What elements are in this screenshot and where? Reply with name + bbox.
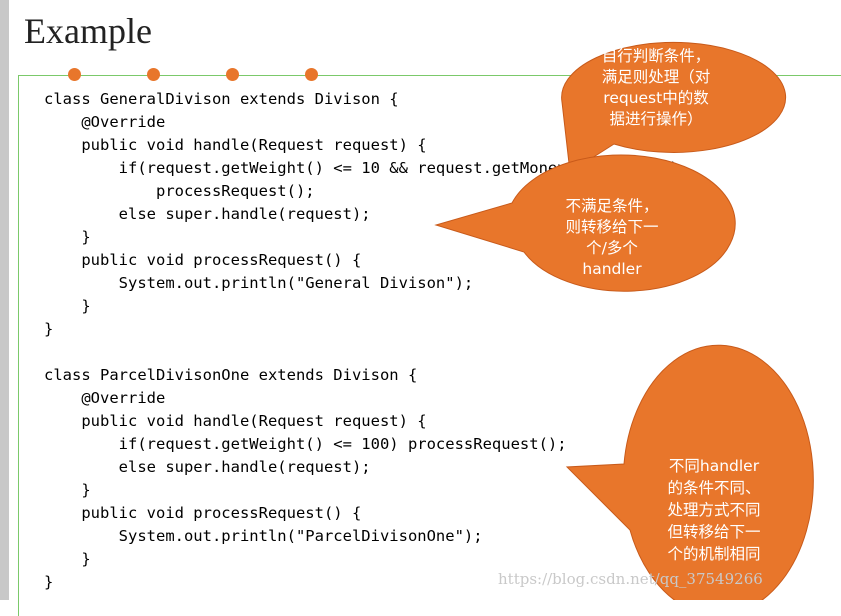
callout-line: handler <box>582 260 642 278</box>
code-line: processRequest(); <box>44 182 315 200</box>
slide-title: Example <box>24 11 152 51</box>
code-block: class GeneralDivison extends Divison { @… <box>44 88 679 594</box>
callout-line: 个/多个 <box>586 239 638 257</box>
code-line: else super.handle(request); <box>44 205 371 223</box>
code-line: @Override <box>44 113 166 131</box>
callout-line: 但转移给下一 <box>667 523 761 541</box>
watermark: https://blog.csdn.net/qq_37549266 <box>498 570 763 588</box>
code-line: public void handle(Request request) { <box>44 412 427 430</box>
code-line: } <box>44 573 54 591</box>
callout-bottom-shape <box>565 344 814 600</box>
code-line: class ParcelDivisonOne extends Divison { <box>44 366 418 384</box>
callout-line: request中的数 <box>603 89 709 107</box>
code-line: } <box>44 481 91 499</box>
code-line: public void processRequest() { <box>44 251 362 269</box>
code-line: } <box>44 297 91 315</box>
callout-line: 则转移给下一 <box>565 218 659 236</box>
callout-top-shape <box>561 41 787 173</box>
bullet-dot <box>305 68 318 81</box>
callout-line: 的条件不同、 <box>667 479 761 497</box>
bullet-dot <box>147 68 160 81</box>
code-line: System.out.println("General Divison"); <box>44 274 474 292</box>
code-line: } <box>44 550 91 568</box>
bullet-dot <box>68 68 81 81</box>
callout-line: 个的机制相同 <box>667 545 761 563</box>
code-line: else super.handle(request); <box>44 458 371 476</box>
bullet-dot <box>226 68 239 81</box>
callout-line: 处理方式不同 <box>667 501 761 519</box>
code-line: System.out.println("ParcelDivisonOne"); <box>44 527 483 545</box>
code-line: if(request.getWeight() <= 100) processRe… <box>44 435 567 453</box>
callout-line: 自行判断条件， <box>601 47 711 65</box>
code-line: } <box>44 228 91 246</box>
callout-line: 不满足条件， <box>565 197 659 215</box>
callout-line: 据进行操作） <box>609 110 703 128</box>
callout-shapes <box>434 41 814 600</box>
callout-line: 满足则处理（对 <box>601 68 711 86</box>
callout-line: 不同handler <box>668 457 760 475</box>
code-line: public void handle(Request request) { <box>44 136 427 154</box>
slide-left-bar <box>0 0 9 600</box>
code-line: } <box>44 320 54 338</box>
callout-middle-shape <box>434 154 736 292</box>
code-line: @Override <box>44 389 166 407</box>
code-frame <box>18 75 841 616</box>
callout-top-text: 自行判断条件， 满足则处理（对 request中的数 据进行操作） <box>579 46 733 130</box>
code-line: public void processRequest() { <box>44 504 362 522</box>
code-line: class GeneralDivison extends Divison { <box>44 90 399 108</box>
callout-bottom-text: 不同handler 的条件不同、 处理方式不同 但转移给下一 个的机制相同 <box>640 455 788 565</box>
callout-middle-text: 不满足条件， 则转移给下一 个/多个 handler <box>548 196 676 280</box>
